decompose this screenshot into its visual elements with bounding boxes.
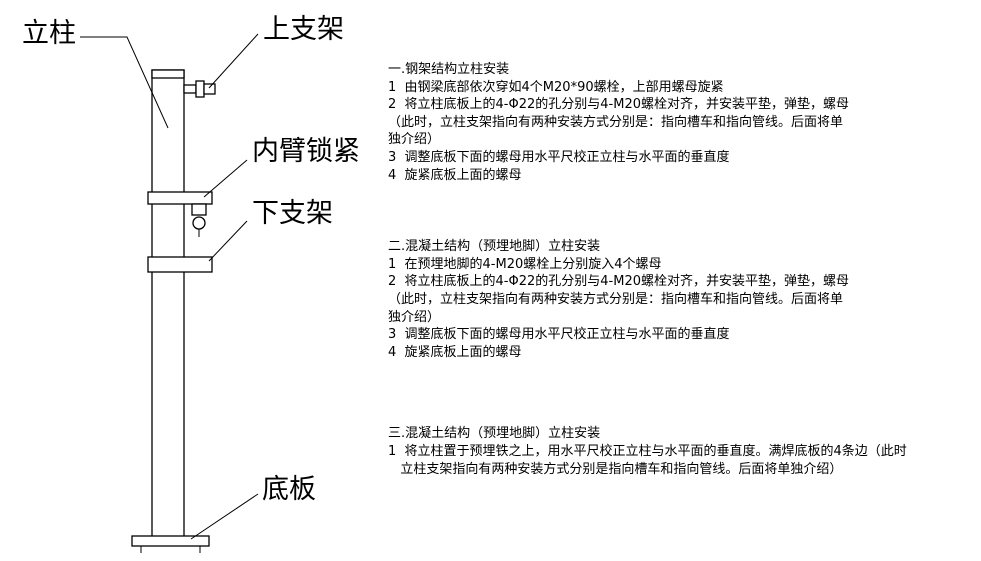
label-lower-bracket: 下支架 (252, 198, 333, 229)
column-cap (151, 69, 185, 79)
upper-bracket-flange (195, 80, 205, 98)
column-body (151, 69, 185, 538)
lock-body (191, 203, 207, 216)
instruction-line: 3 调整底板下面的螺母用水平尺校正立柱与水平面的垂直度 (388, 149, 730, 165)
instruction-section: 一.钢架结构立柱安装 1 由钢梁底部依次穿如4个M20*90螺栓，上部用螺母旋紧 2… (388, 61, 980, 184)
leader-base-plate (190, 493, 259, 540)
instruction-line: 2 将立柱底板上的4-Φ22的孔分别与4-M20螺栓对齐，并安装平垫，弹垫，螺母 (388, 97, 849, 113)
label-upper-bracket: 上支架 (263, 14, 344, 45)
instructions: 一.钢架结构立柱安装 1 由钢梁底部依次穿如4个M20*90螺栓，上部用螺母旋紧 2… (388, 61, 980, 478)
upper-bracket-neck (183, 84, 197, 94)
instruction-line: 立柱支架指向有两种安装方式分别是指向槽车和指向管线。后面将单独介绍） (388, 461, 843, 477)
base-plate (131, 535, 210, 547)
leader-lower-bracket (208, 220, 248, 262)
instruction-line: 2 将立柱底板上的4-Φ22的孔分别与4-M20螺栓对齐，并安装平垫，弹垫，螺母 (388, 274, 849, 290)
lock-collar (147, 191, 213, 205)
instruction-line: 1 由钢梁底部依次穿如4个M20*90螺栓，上部用螺母旋紧 (388, 79, 724, 95)
instruction-line: （此时，立柱支架指向有两种安装方式分别是：指向槽车和指向管线。后面将单 (388, 291, 844, 307)
section-title: 三.混凝土结构（预埋地脚）立柱安装 (388, 426, 601, 442)
instruction-line: 3 调整底板下面的螺母用水平尺校正立柱与水平面的垂直度 (388, 327, 730, 343)
column-drawing (80, 33, 259, 553)
instruction-line: 1 将立柱置于预埋铁之上，用水平尺校正立柱与水平面的垂直度。满焊底板的4条边（此… (388, 443, 907, 459)
label-inner-arm-lock: 内臂锁紧 (252, 136, 360, 167)
leader-inner-arm-lock (203, 159, 248, 198)
instruction-line: 4 旋紧底板上面的螺母 (388, 167, 522, 183)
instruction-line: 独介绍） (388, 132, 441, 148)
instruction-line: 4 旋紧底板上面的螺母 (388, 344, 522, 360)
instruction-line: （此时，立柱支架指向有两种安装方式分别是：指向槽车和指向管线。后面将单 (388, 114, 844, 130)
section-title: 二.混凝土结构（预埋地脚）立柱安装 (388, 239, 601, 255)
lower-bracket (147, 256, 213, 273)
leader-column (80, 36, 169, 129)
instruction-line: 独介绍） (388, 309, 441, 325)
label-column: 立柱 (22, 18, 76, 49)
section-title: 一.钢架结构立柱安装 (388, 62, 510, 77)
upper-bracket-stub (203, 83, 216, 95)
instruction-line: 1 在预埋地脚的4-M20螺栓上分别旋入4个螺母 (388, 256, 662, 272)
label-base-plate: 底板 (262, 474, 316, 505)
leader-upper-bracket (208, 33, 259, 89)
lock-ring (192, 216, 206, 230)
